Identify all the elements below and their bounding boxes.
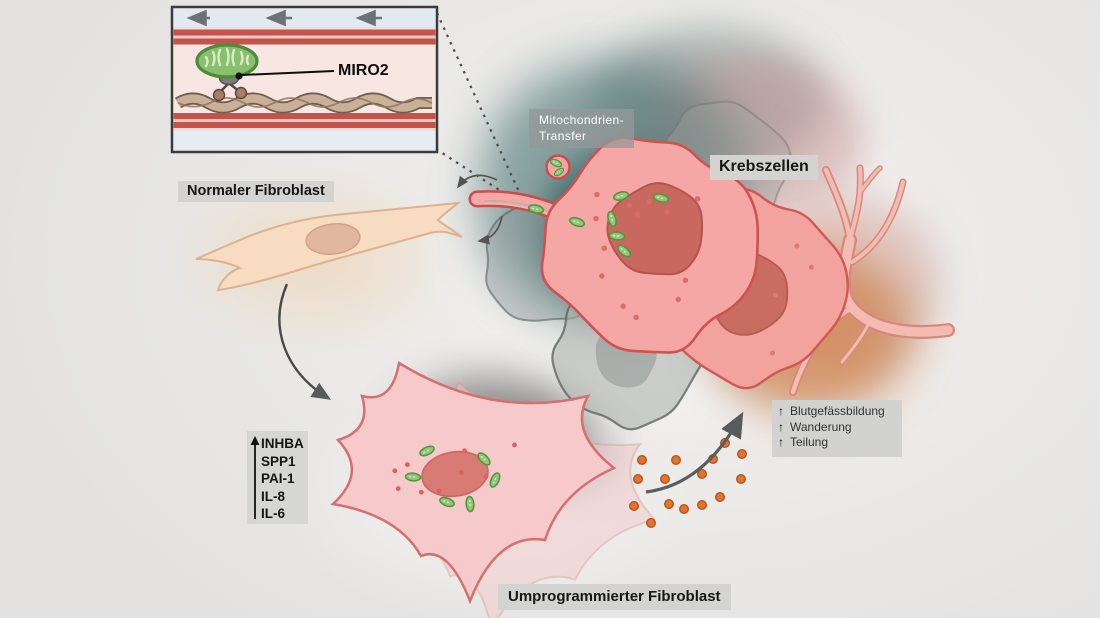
cell-speckle xyxy=(462,448,467,454)
cell-speckle xyxy=(769,350,775,356)
gene-item: PAI-1 xyxy=(261,471,295,487)
mitochondria-transfer-label: Mitochondrien- Transfer xyxy=(529,109,634,148)
cell-speckle xyxy=(675,296,681,303)
effect-row: ↑ Wanderung xyxy=(778,420,894,436)
cell-speckle xyxy=(436,488,442,494)
mitochondria-transfer-line1: Mitochondrien- xyxy=(539,113,624,127)
mitochondrion-icon xyxy=(195,43,259,79)
cell-speckle xyxy=(794,243,800,249)
gene-item: SPP1 xyxy=(261,453,296,469)
cell-speckle xyxy=(620,303,626,309)
cell-speckle xyxy=(395,486,401,491)
inset-callout-lines xyxy=(435,12,527,208)
cancer-cells-label: Krebszellen xyxy=(710,155,818,180)
cell-speckle xyxy=(808,264,814,270)
cell-speckle xyxy=(646,198,652,205)
cell-speckle xyxy=(512,442,517,448)
upregulated-genes-box: INHBA SPP1 PAI-1 IL-8 IL-6 xyxy=(247,431,308,524)
cell-speckle xyxy=(593,215,599,222)
cell-speckle xyxy=(405,462,410,468)
normal-fibroblast-cell xyxy=(195,201,463,292)
up-arrow-icon: ↑ xyxy=(778,435,784,449)
cancer-cell-left xyxy=(540,136,759,354)
cell-speckle xyxy=(392,468,398,474)
cell-speckle xyxy=(664,209,671,215)
up-arrow-icon: ↑ xyxy=(778,419,784,434)
effect-label: Blutgefässbildung xyxy=(790,404,885,418)
effect-row: ↑ Teilung xyxy=(778,435,894,451)
gene-item: IL-8 xyxy=(261,488,286,504)
cell-speckle xyxy=(594,191,600,198)
cell-speckle xyxy=(459,470,464,475)
up-arrow-icon: ↑ xyxy=(778,404,784,418)
effect-label: Wanderung xyxy=(790,419,852,434)
effect-row: ↑ Blutgefässbildung xyxy=(778,404,894,420)
cell-speckle xyxy=(682,277,689,283)
cell-speckle xyxy=(601,245,607,251)
secreted-factor-dots xyxy=(629,438,748,529)
cell-speckle xyxy=(418,489,424,495)
signal-arrow xyxy=(645,411,744,494)
transformation-arrow xyxy=(278,283,332,400)
inset-panel xyxy=(170,5,439,154)
blood-vessel xyxy=(789,164,955,396)
cell-speckle xyxy=(626,202,633,208)
cell-speckle xyxy=(634,211,641,217)
cell-speckle xyxy=(483,474,489,479)
mitochondria-vesicle xyxy=(545,154,571,180)
exchange-arrows xyxy=(456,174,503,245)
miro2-label: MIRO2 xyxy=(338,62,389,79)
reprogrammed-fibroblast-cell xyxy=(330,360,617,605)
cell-speckle xyxy=(772,292,778,298)
miro2-pointer xyxy=(235,70,335,80)
normal-fibroblast-label: Normaler Fibroblast xyxy=(178,181,334,202)
mitochondria-transfer-line2: Transfer xyxy=(539,129,587,143)
effect-label: Teilung xyxy=(790,435,829,449)
cell-speckle xyxy=(694,196,701,202)
reprogrammed-fibroblast-label: Umprogrammierter Fibroblast xyxy=(498,584,731,610)
cell-speckle xyxy=(599,273,605,279)
gene-item: IL-6 xyxy=(261,506,286,522)
cell-speckle xyxy=(633,314,639,321)
up-arrow-icon xyxy=(250,436,260,519)
tumor-effects-box: ↑ Blutgefässbildung ↑ Wanderung ↑ Teilun… xyxy=(772,400,902,457)
gene-item: INHBA xyxy=(261,436,304,451)
